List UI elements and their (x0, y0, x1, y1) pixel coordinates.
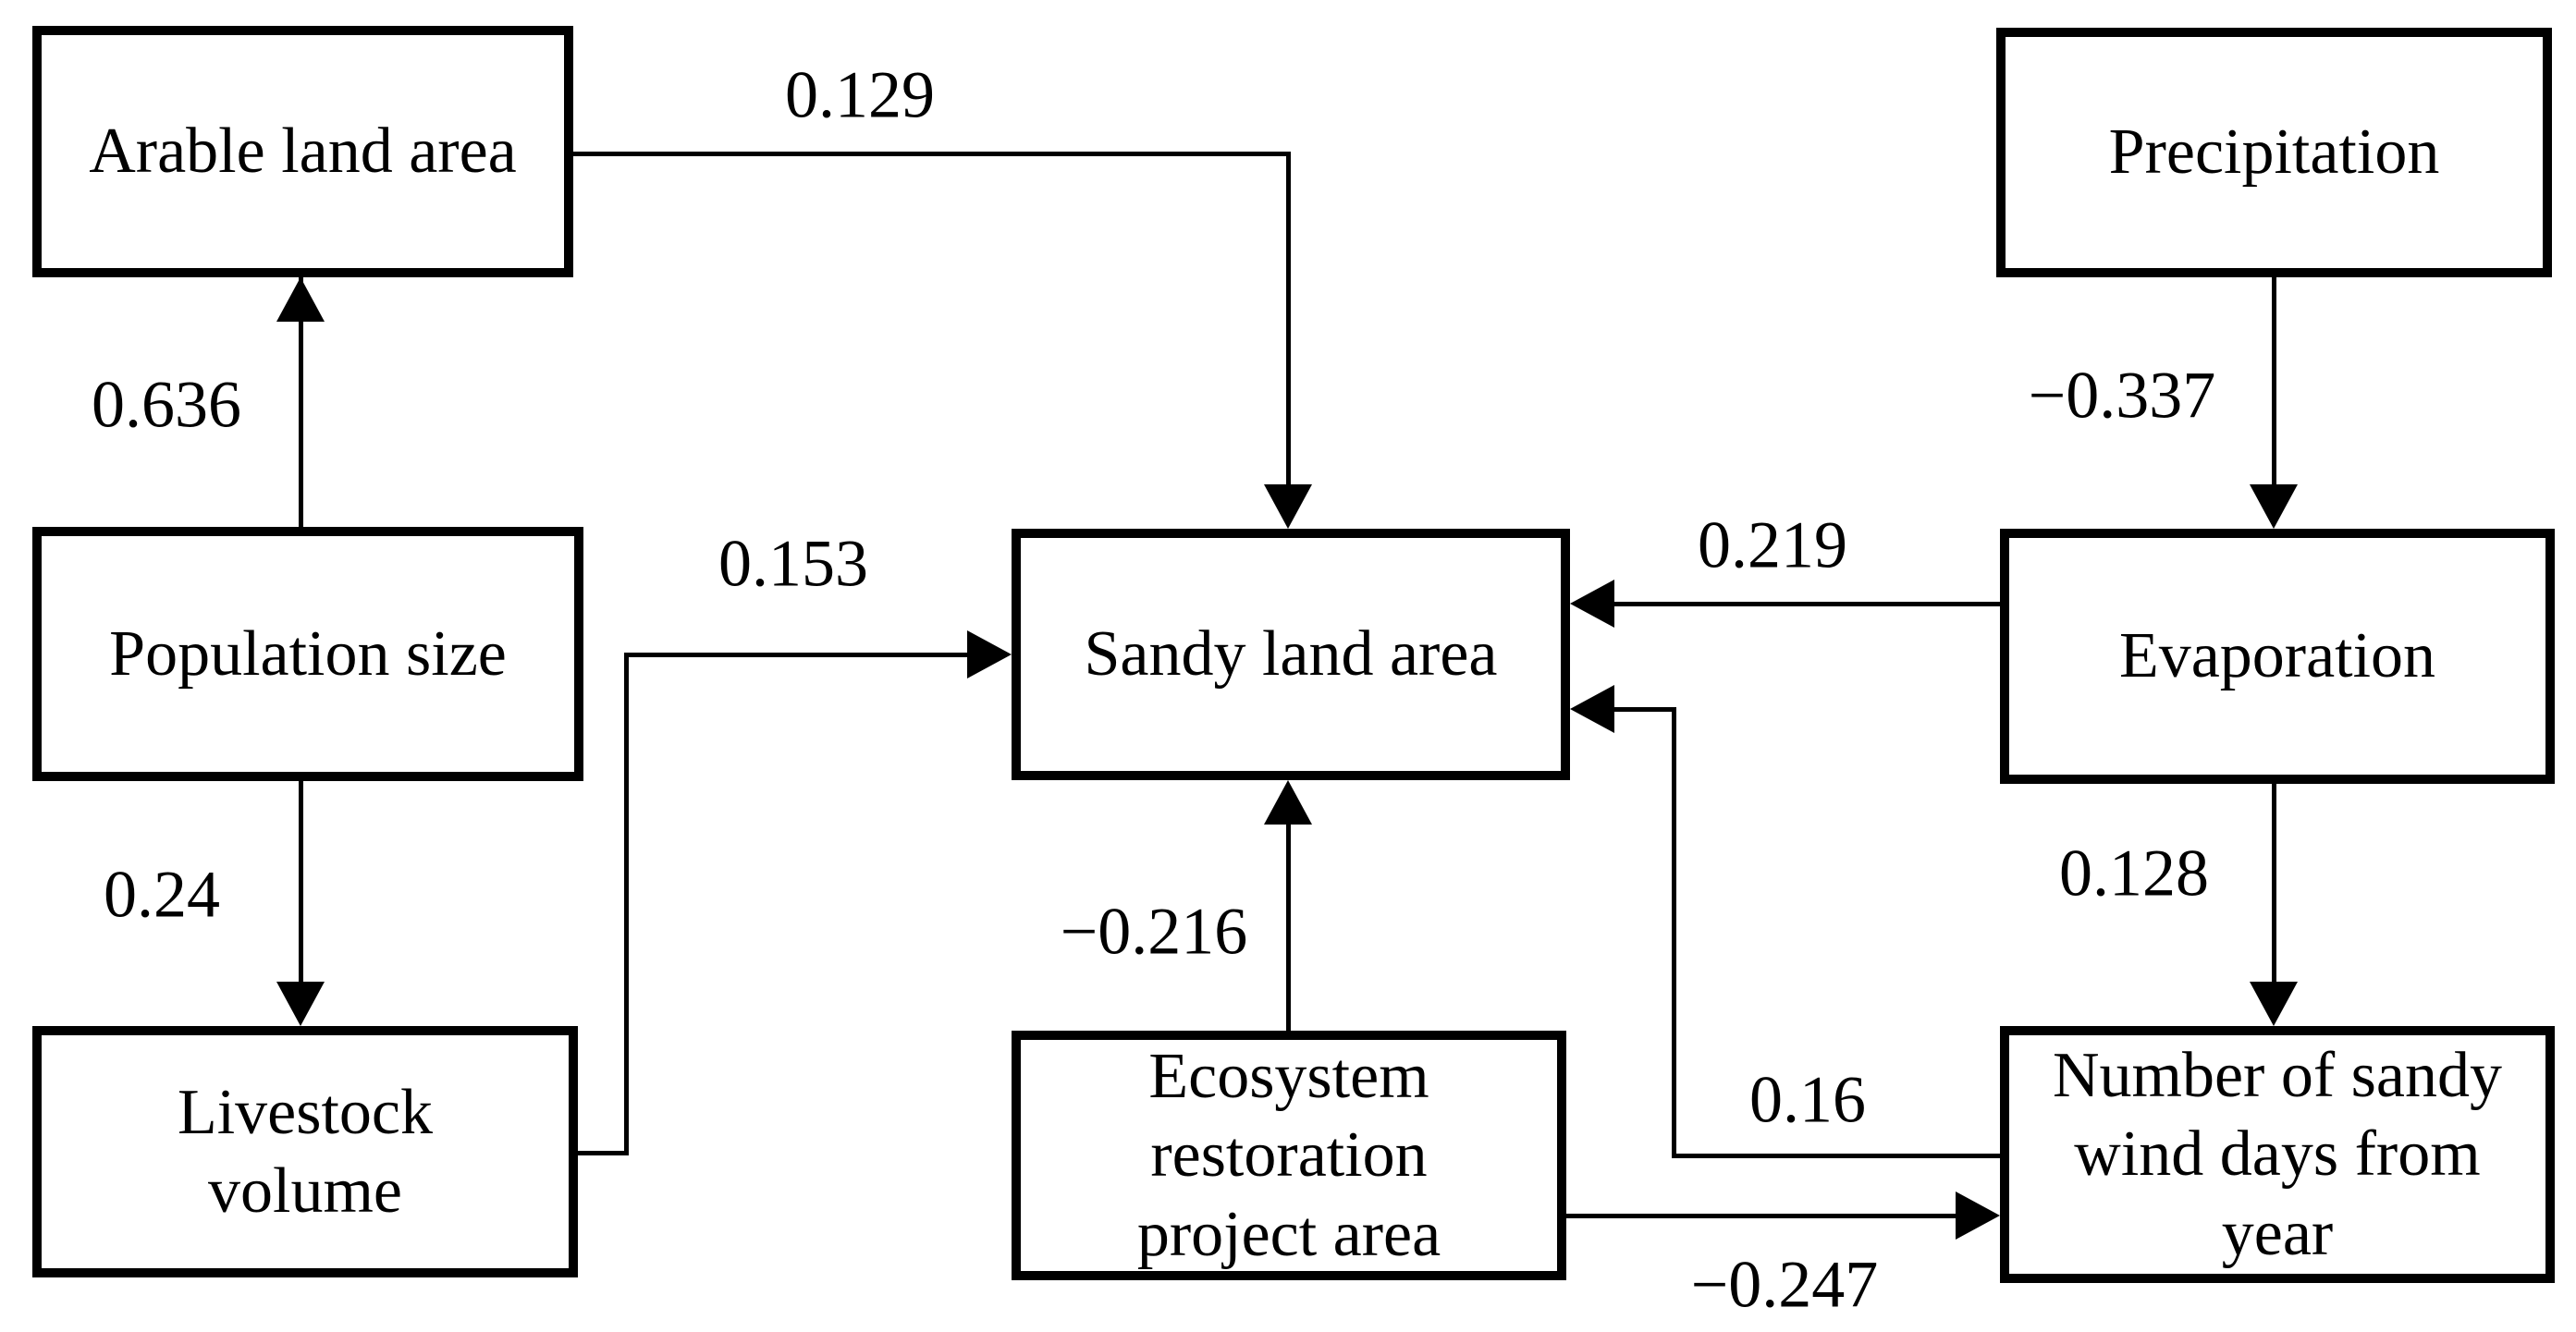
edge-livestock-sandy-line-vertical (624, 653, 629, 1155)
edge-coefficient-label: 0.219 (1698, 507, 1847, 582)
arrowhead-down-icon (2250, 484, 2298, 529)
edge-winddays-sandy-line-vertical (1672, 707, 1676, 1158)
node-label: Arable land area (89, 116, 517, 188)
edge-winddays-sandy-line-stub (1613, 707, 1676, 712)
arrowhead-down-icon (1264, 484, 1312, 529)
edge-evaporation-sandy-line (1613, 602, 2000, 606)
edge-coefficient-label: 0.636 (92, 367, 241, 442)
node-label: Sandy land area (1084, 618, 1498, 690)
arrowhead-up-icon (1264, 780, 1312, 825)
node-label: Livestock volume (177, 1076, 434, 1227)
edge-precipitation-evaporation-line (2272, 277, 2276, 488)
arrowhead-left-icon (1570, 580, 1614, 628)
edge-coefficient-label: −0.216 (1060, 894, 1248, 969)
node-livestock-volume: Livestock volume (32, 1026, 578, 1277)
edge-arable-sandy-line-vertical (1286, 152, 1291, 490)
edge-coefficient-label: 0.128 (2059, 836, 2209, 910)
node-number-of-sandy-wind-days: Number of sandy wind days from year (2000, 1026, 2555, 1283)
edge-evaporation-winddays-line (2272, 784, 2276, 985)
node-label: Precipitation (2108, 116, 2440, 189)
edge-livestock-sandy-line-stub (578, 1151, 629, 1155)
node-evaporation: Evaporation (2000, 529, 2555, 784)
edge-coefficient-label: −0.247 (1690, 1247, 1879, 1322)
edge-population-arable-line (299, 277, 303, 527)
node-label: Ecosystem restoration project area (1136, 1040, 1441, 1270)
edge-arable-sandy-line-horizontal (573, 152, 1291, 156)
arrowhead-left-icon (1570, 685, 1614, 733)
node-ecosystem-restoration-project-area: Ecosystem restoration project area (1012, 1031, 1566, 1280)
node-label: Number of sandy wind days from year (2052, 1039, 2502, 1269)
node-population-size: Population size (32, 527, 583, 781)
node-sandy-land-area: Sandy land area (1012, 529, 1570, 780)
node-arable-land-area: Arable land area (32, 26, 573, 277)
edge-population-livestock-line (299, 781, 303, 984)
node-precipitation: Precipitation (1996, 28, 2552, 277)
arrowhead-down-icon (276, 982, 325, 1026)
arrowhead-right-icon (967, 630, 1012, 678)
edge-livestock-sandy-line-horizontal (624, 653, 969, 657)
arrowhead-down-icon (2250, 982, 2298, 1026)
edge-ecosystem-sandy-line (1286, 823, 1291, 1031)
edge-winddays-sandy-line-horizontal (1672, 1154, 2000, 1158)
edge-coefficient-label: 0.153 (718, 526, 868, 601)
edge-coefficient-label: 0.129 (785, 57, 935, 132)
edge-ecosystem-winddays-line (1566, 1214, 1959, 1218)
node-label: Population size (109, 617, 507, 690)
edge-coefficient-label: 0.24 (104, 857, 220, 932)
edge-coefficient-label: −0.337 (2028, 358, 2216, 433)
arrowhead-up-icon (276, 277, 325, 322)
arrowhead-right-icon (1956, 1191, 2000, 1240)
node-label: Evaporation (2118, 620, 2436, 692)
edge-coefficient-label: 0.16 (1749, 1062, 1866, 1137)
